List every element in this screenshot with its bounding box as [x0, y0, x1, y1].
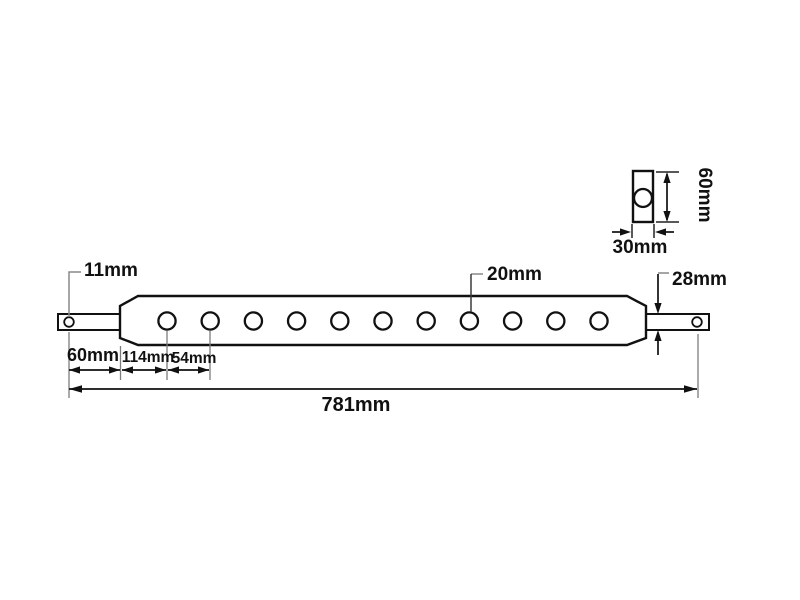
linkage-hole — [157, 311, 177, 331]
arrow-left-icon — [69, 366, 80, 374]
arrow-left-icon — [168, 366, 179, 374]
cross-section-view: 60mm 30mm — [612, 168, 715, 258]
linkage-hole — [200, 311, 220, 331]
label-781mm: 781mm — [322, 394, 391, 416]
label-60mm: 60mm — [67, 345, 119, 365]
dim-end-thickness: 28mm — [654, 269, 727, 355]
arrow-right-icon — [684, 385, 697, 393]
linkage-hole — [243, 311, 264, 331]
section-hole — [632, 187, 654, 209]
label-54mm: 54mm — [172, 350, 217, 367]
linkage-hole — [373, 311, 393, 331]
arrow-down-icon — [663, 211, 671, 222]
arrow-right-icon — [620, 228, 631, 236]
leader-line — [68, 271, 81, 317]
linkage-hole — [502, 311, 523, 331]
label-pin-hole: 11mm — [84, 260, 138, 281]
dim-section-height: 60mm — [656, 168, 715, 223]
arrow-right-icon — [109, 366, 120, 374]
arrow-left-icon — [655, 228, 666, 236]
linkage-hole — [459, 311, 480, 331]
arrow-up-icon — [654, 330, 662, 341]
dim-chain-bottom: 60mm 114mm 54mm 781mm — [67, 331, 699, 416]
linkage-hole — [546, 311, 566, 331]
arrow-down-icon — [654, 303, 662, 314]
label-section-width: 30mm — [613, 237, 668, 258]
linkage-hole — [589, 311, 609, 331]
dim-781mm: 781mm — [69, 385, 697, 416]
arrow-right-icon — [155, 366, 166, 374]
arrow-right-icon — [198, 366, 209, 374]
arrow-up-icon — [663, 172, 671, 183]
linkage-hole — [286, 311, 307, 331]
left-pin-hole — [63, 316, 75, 328]
dim-60mm: 60mm — [67, 345, 120, 374]
arrow-left-icon — [122, 366, 133, 374]
label-114mm: 114mm — [122, 349, 175, 366]
dim-114mm: 114mm — [122, 349, 175, 374]
right-pin-hole — [691, 316, 703, 328]
label-end-thickness: 28mm — [672, 269, 727, 290]
dim-section-width: 30mm — [612, 224, 674, 258]
linkage-holes — [157, 311, 609, 331]
linkage-hole — [330, 311, 350, 331]
label-section-height: 60mm — [694, 168, 715, 223]
linkage-hole — [416, 311, 436, 331]
arrow-left-icon — [69, 385, 82, 393]
dim-54mm: 54mm — [168, 350, 216, 374]
callout-pin-hole: 11mm — [68, 260, 138, 317]
callout-linkage-hole: 20mm — [470, 264, 542, 312]
label-linkage-hole: 20mm — [487, 264, 542, 285]
